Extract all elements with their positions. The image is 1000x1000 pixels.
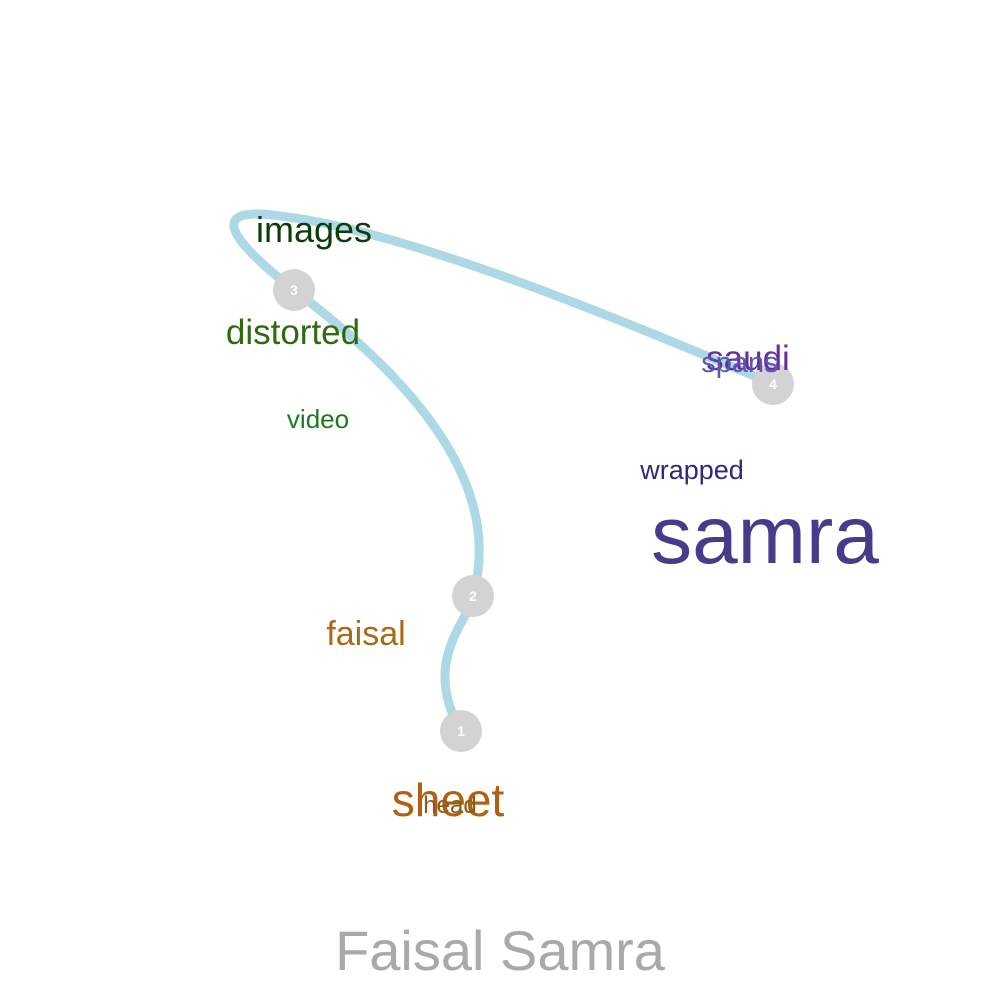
node-1-circle: [440, 710, 482, 752]
word-video: video: [287, 404, 349, 434]
node-1-label: 1: [457, 723, 465, 739]
node-3-label: 3: [290, 282, 298, 298]
node-3: 3: [273, 269, 315, 311]
word-samra: samra: [651, 490, 879, 581]
node-3-circle: [273, 269, 315, 311]
word-spans: spans: [701, 347, 778, 379]
node-4-label: 4: [769, 376, 777, 392]
node-4: 4: [752, 363, 794, 405]
node-2: 2: [452, 575, 494, 617]
node-2-circle: [452, 575, 494, 617]
word-distorted: distorted: [226, 313, 360, 352]
word-images: images: [256, 209, 372, 250]
node-2-label: 2: [469, 588, 477, 604]
word-head: head: [423, 792, 476, 819]
word-faisal: faisal: [326, 615, 405, 653]
word-saudi: saudi: [706, 339, 790, 378]
node-4-circle: [752, 363, 794, 405]
page-title: Faisal Samra: [335, 919, 666, 982]
node-1: 1: [440, 710, 482, 752]
word-sheet: sheet: [392, 774, 505, 826]
word-wrapped: wrapped: [639, 455, 744, 485]
